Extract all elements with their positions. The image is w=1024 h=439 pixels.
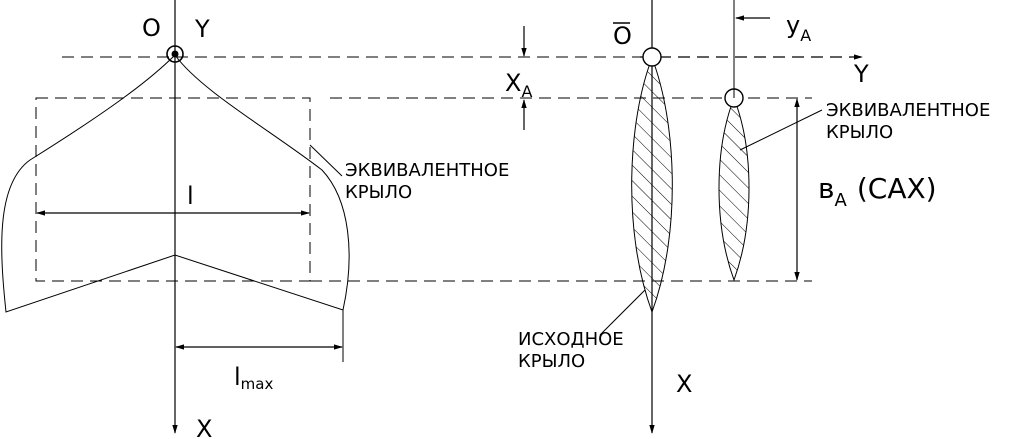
equivalent-wing-leader-right	[739, 109, 823, 151]
chord-label: вA (САХ)	[818, 172, 937, 211]
origin-label-right: O	[613, 22, 632, 50]
original-wing-profile	[631, 56, 673, 314]
max-span-main: l	[234, 363, 241, 391]
equivalent-wing-leader-left	[309, 144, 343, 177]
original-wing-leader	[599, 289, 646, 336]
chord-main: в	[818, 172, 835, 205]
equivalent-wing-label-left-line2: КРЫЛО	[345, 182, 412, 203]
original-wing-label-line2: КРЫЛО	[518, 351, 585, 372]
max-span-label: lmax	[234, 363, 273, 393]
origin-label-left: O	[142, 14, 161, 42]
xa-subscript: A	[521, 82, 532, 101]
ya-subscript: A	[800, 26, 811, 45]
max-span-subscript: max	[241, 375, 274, 393]
equivalent-wing-profile	[718, 96, 750, 282]
origin-point-left	[166, 45, 184, 63]
origin-dot-left	[171, 50, 179, 58]
equivalent-wing-label-left-line1: ЭКВИВАЛЕНТНОЕ	[345, 160, 509, 181]
origin-point-right	[642, 47, 662, 67]
x-axis-label-left: X	[196, 415, 212, 439]
left-planform-view: O Y X l lmax ЭКВИВАЛЕНТНОЕ КРЫЛО	[1, 0, 509, 439]
chord-note: (САХ)	[857, 172, 937, 205]
equivalent-wing-label-right-line2: КРЫЛО	[826, 122, 893, 143]
x-axis-label-right: X	[676, 370, 692, 398]
original-wing-outline	[1, 54, 350, 313]
ya-label: yA	[786, 11, 811, 45]
right-chord-view: O Y X XA yA вA(САХ) ЭКВИВАЛЕНТНОЕ КРЫЛО …	[505, 0, 990, 434]
span-label: l	[187, 182, 194, 210]
equivalent-wing-label-right-line1: ЭКВИВАЛЕНТНОЕ	[826, 100, 990, 121]
y-axis-label-left: Y	[194, 15, 210, 43]
y-axis-label-right: Y	[853, 60, 869, 88]
chord-subscript: A	[835, 190, 848, 211]
xa-main: X	[505, 69, 521, 97]
ya-main: y	[786, 11, 800, 39]
original-wing-label-line1: ИСХОДНОЕ	[518, 329, 624, 350]
xa-label: XA	[505, 69, 532, 101]
equivalent-wing-rectangle	[35, 97, 311, 282]
